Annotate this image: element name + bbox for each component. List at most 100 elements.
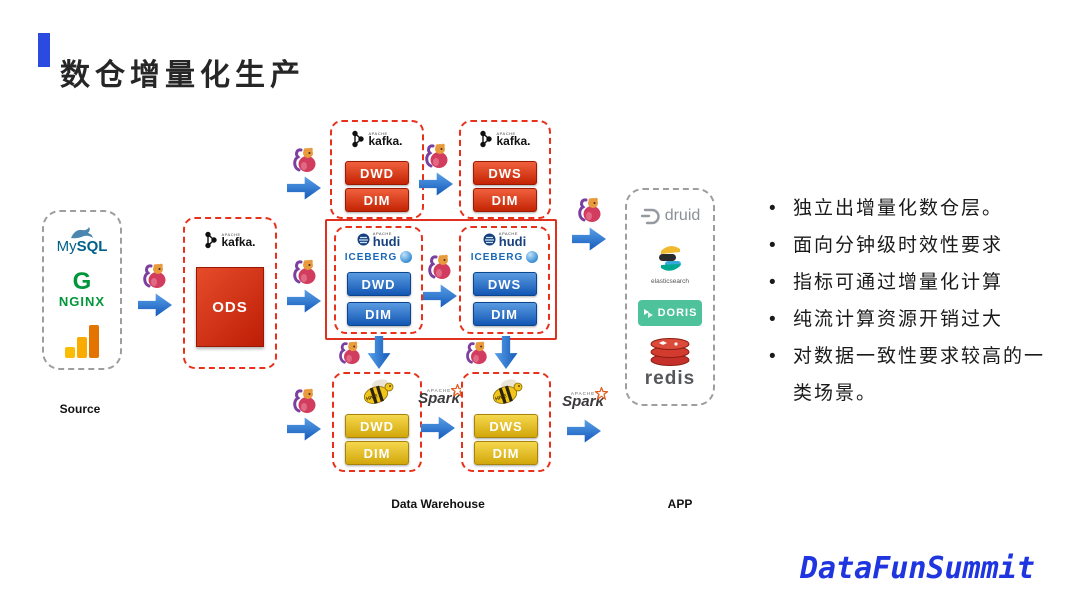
arrow-down-icon [494,336,518,369]
list-item: 面向分钟级时效性要求 [765,227,1058,264]
kafka-logo: APACHE kafka. [332,130,422,148]
nginx-label: NGINX [58,294,106,309]
hive-logo: HIVE [334,376,420,408]
hive-bee-icon: HIVE [363,379,394,404]
hudi-icon [483,233,496,246]
apache-label: APACHE [498,231,518,236]
kafka-icon [205,231,218,249]
druid-label: druid [664,207,701,224]
spark-label: Spark [418,390,460,407]
kafka-icon [352,130,365,148]
flink-icon [428,254,451,279]
druid-logo: druid [627,207,713,225]
dim-bar: DIM [345,188,409,212]
flink-icon [143,263,166,288]
dwd-bar: DWD [345,414,409,438]
kafka-label: kafka. [496,133,531,148]
flink-icon [339,341,360,365]
bullet-text: 指标可通过增量化计算 [793,272,1004,293]
arrow-down-icon [367,336,391,369]
spark-logo: APACHE Spark [560,387,608,410]
arrow-right-icon [419,172,453,196]
iceberg-label: ICEBERG [470,251,524,263]
flink-icon [425,143,448,168]
arrow-right-icon [421,416,455,440]
hudi-logo: APACHE hudi [461,231,548,249]
flink-icon [293,259,316,284]
hudi-icon [357,233,370,246]
dim-bar: DIM [346,302,411,326]
doris-icon [643,308,653,318]
warehouse-label: Data Warehouse [391,497,485,511]
kafka-logo: APACHE kafka. [461,130,549,148]
dws-bar: DWS [474,414,538,438]
analytics-bar-icon [89,325,99,358]
hive-dws-group: HIVE DWS DIM [461,372,551,472]
apache-label: APACHE [368,130,388,136]
hive-dwd-group: HIVE DWD DIM [332,372,422,472]
mysql-logo: MySQL [44,226,120,255]
hudi-label: hudi [498,234,527,249]
list-item: 独立出增量化数仓层。 [765,190,1058,227]
lake-dws-group: APACHE hudi ICEBERG DWS DIM [459,226,550,334]
iceberg-icon [526,251,539,263]
elasticsearch-label-row: elasticsearch [627,278,713,285]
redis-label-row: redis [627,368,713,390]
flink-icon [293,147,316,172]
app-label: APP [667,497,693,511]
elasticsearch-label: elasticsearch [651,278,689,285]
kafka-logo: APACHE kafka. [185,231,275,249]
notes-list: 独立出增量化数仓层。 面向分钟级时效性要求 指标可通过增量化计算 纯流计算资源开… [765,190,1065,412]
bullet-text: 对数据一致性要求较高的一类场景。 [793,346,1046,404]
dwd-bar: DWD [345,161,409,185]
analytics-bar-icon [77,337,87,358]
highlight-rect [325,219,557,340]
dim-bar: DIM [345,441,409,465]
nginx-logo: G NGINX [44,268,120,310]
elasticsearch-logo [627,242,713,274]
dws-bar: DWS [473,161,537,185]
bullet-text: 独立出增量化数仓层。 [793,198,1004,219]
nginx-g-icon: G [72,268,92,295]
lake-dwd-group: APACHE hudi ICEBERG DWD DIM [334,226,423,334]
ods-node: ODS [196,267,264,347]
flink-icon [293,388,316,413]
redis-icon [650,338,690,366]
arrow-right-icon [287,289,321,313]
dwd-bar: DWD [346,272,411,296]
elasticsearch-icon [659,245,681,271]
kafka-label: kafka. [221,234,256,249]
arrow-right-icon [287,417,321,441]
iceberg-logo: ICEBERG [336,251,421,263]
analytics-bar-icon [65,347,75,358]
mysql-dolphin-icon [71,227,93,239]
apache-label: APACHE [496,130,516,136]
hudi-label: hudi [372,234,401,249]
page-title: 数仓增量化生产 [60,59,305,93]
source-group: MySQL G NGINX [42,210,122,370]
iceberg-icon [400,251,413,263]
list-item: 指标可通过增量化计算 [765,264,1058,301]
analytics-logo [44,324,120,358]
title-accent-bar [38,33,50,67]
app-group: druid elasticsearch DORIS [625,188,715,406]
doris-label: DORIS [657,307,698,319]
datafunsummit-logo: DataFunSummit [800,551,1035,586]
spark-label: Spark [562,393,604,410]
doris-logo: DORIS [638,300,702,326]
dim-bar: DIM [474,441,538,465]
arrow-right-icon [567,419,601,443]
apache-label: APACHE [221,231,241,237]
kafka-icon [480,130,493,148]
dws-bar: DWS [472,272,537,296]
druid-icon [640,208,660,225]
svg-text:HIVE: HIVE [366,393,380,403]
bullet-text: 面向分钟级时效性要求 [793,235,1004,256]
hive-logo: HIVE [463,376,549,408]
source-label: Source [59,402,101,416]
apache-label: APACHE [372,231,392,236]
arrow-right-icon [287,176,321,200]
arrow-right-icon [138,293,172,317]
mysql-label-my: My [56,238,77,255]
